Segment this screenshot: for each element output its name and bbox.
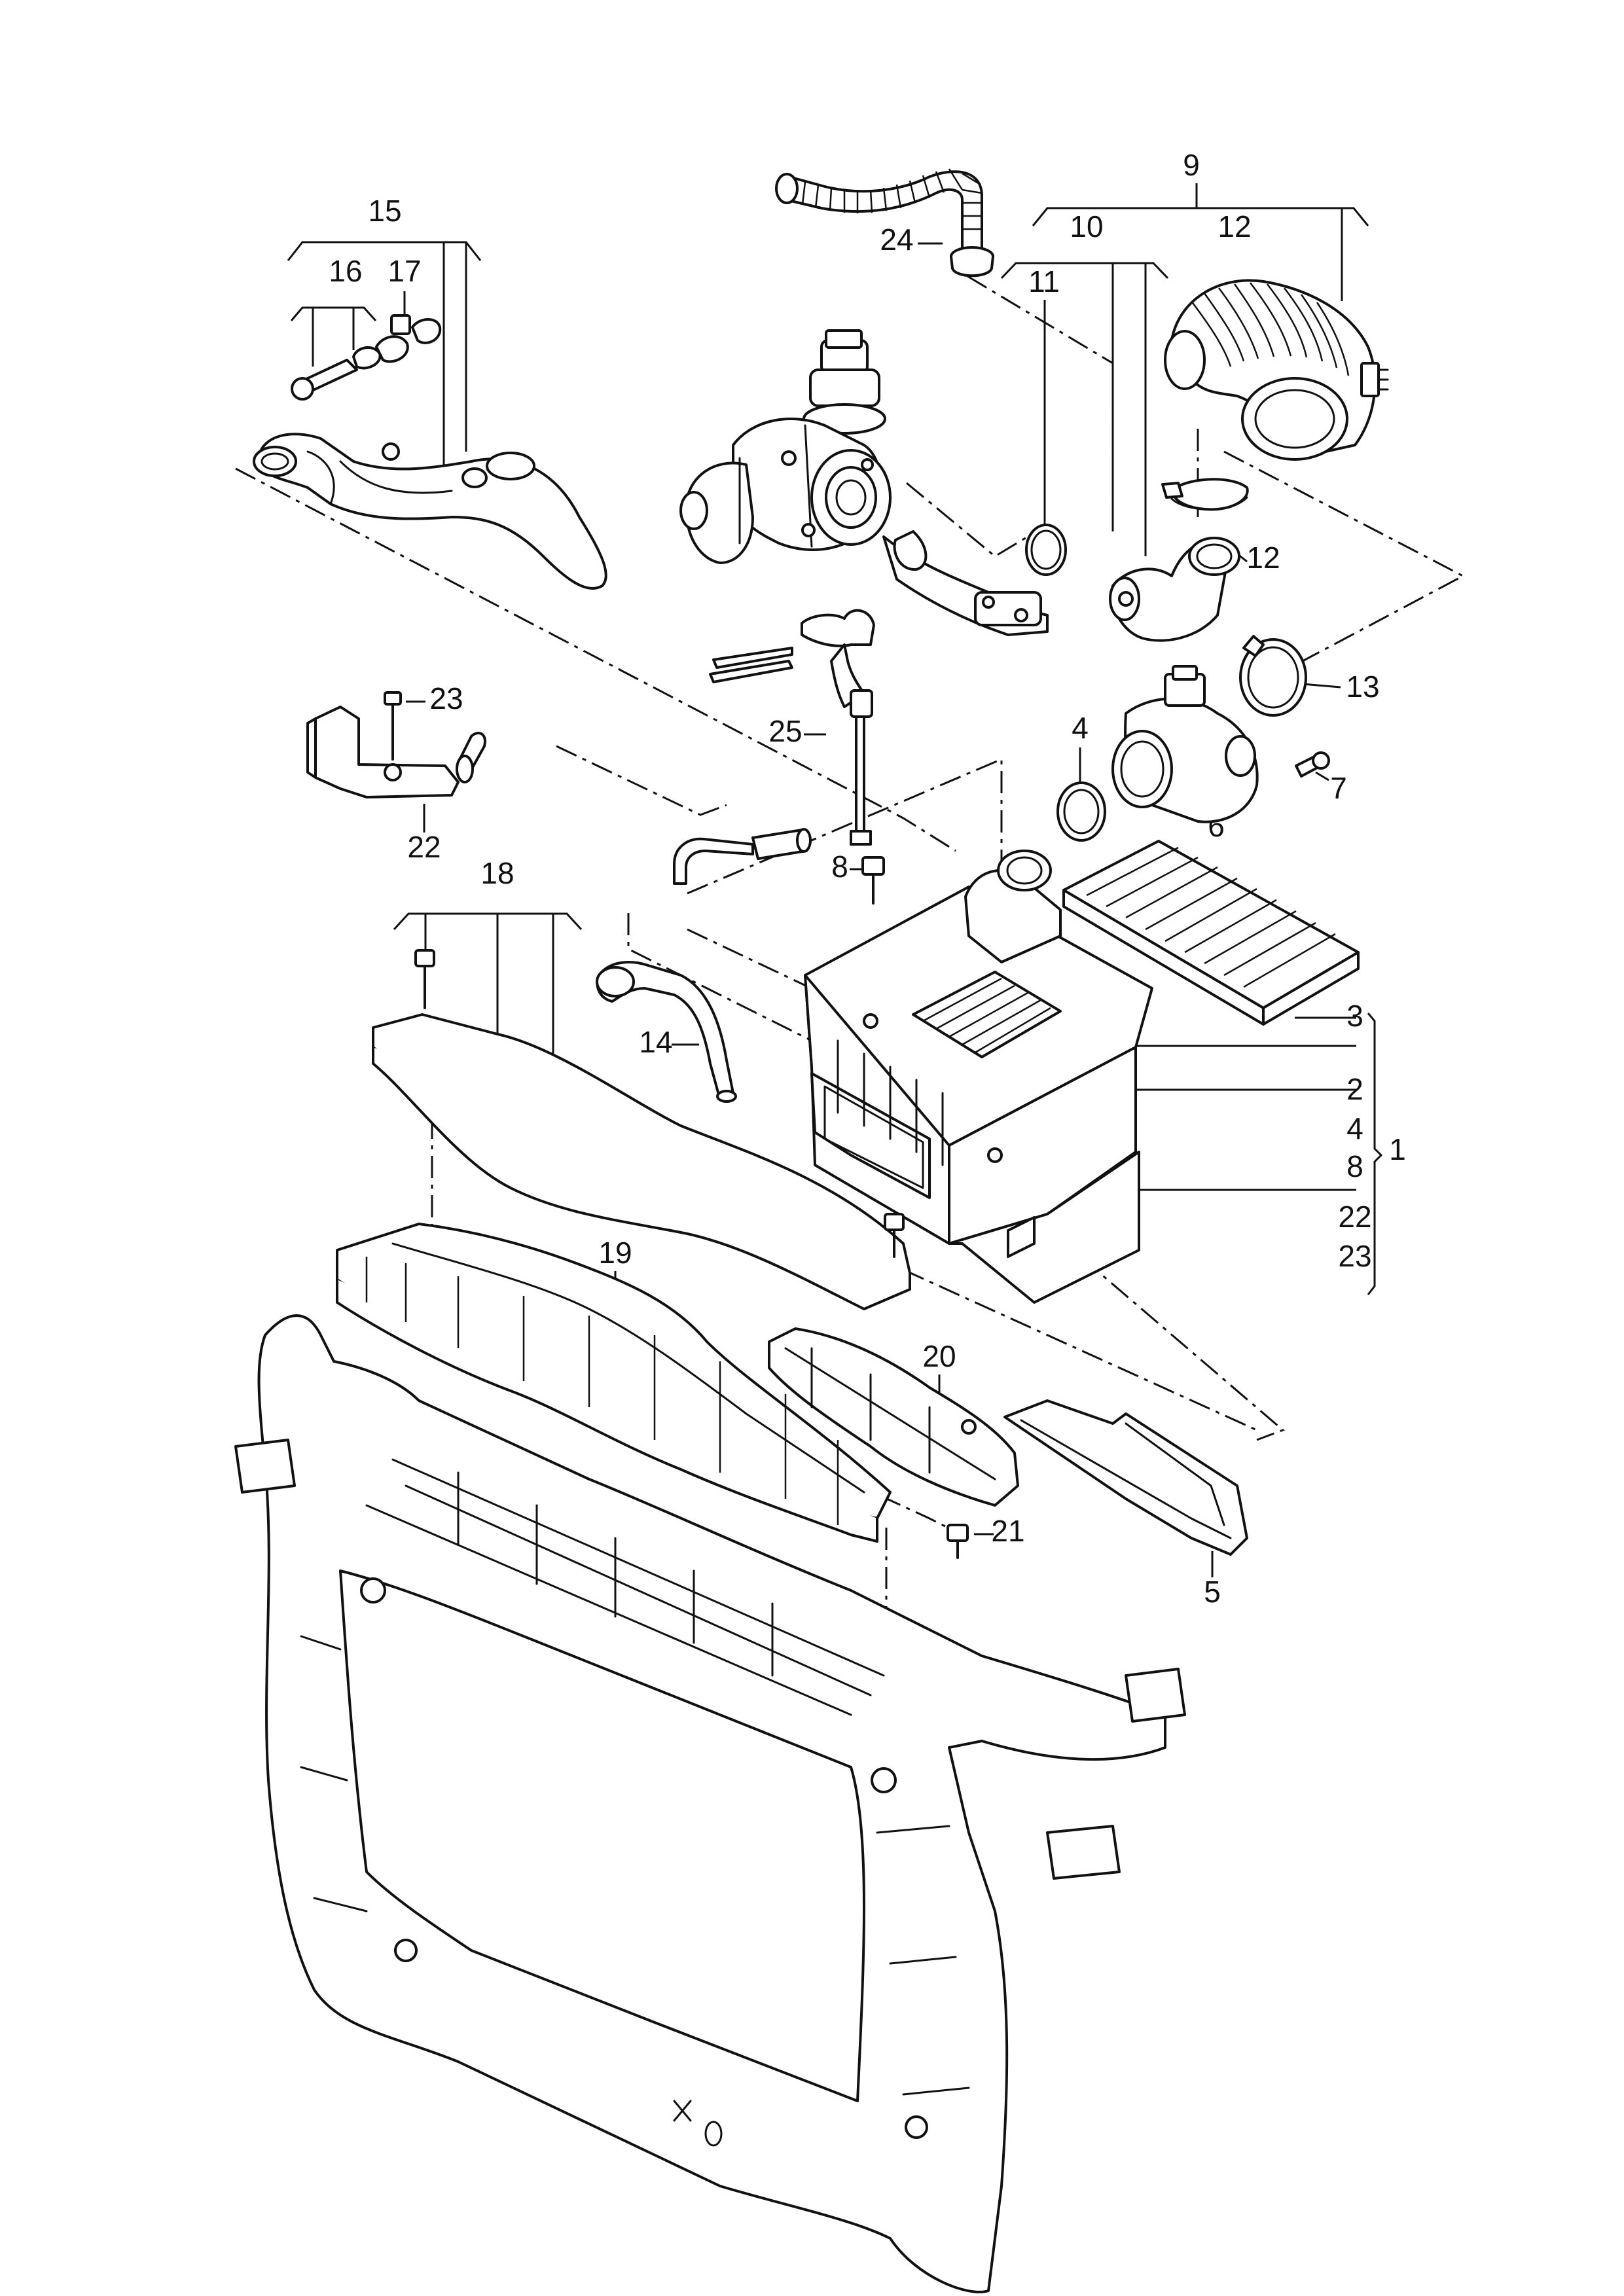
callout-15: 15 bbox=[368, 194, 401, 228]
group-brackets bbox=[287, 183, 1383, 1295]
screw-8 bbox=[861, 856, 885, 905]
callout-11: 11 bbox=[1028, 264, 1060, 298]
air-duct-5 bbox=[1003, 1399, 1248, 1556]
turbocharger-assembly bbox=[679, 329, 1049, 636]
front-end-carrier bbox=[234, 1314, 1186, 2293]
breather-hose-24 bbox=[775, 168, 994, 278]
screw-7 bbox=[1295, 751, 1330, 778]
intake-pipe-15 bbox=[253, 314, 607, 590]
air-guide-18 bbox=[372, 949, 911, 1310]
callout-8-list: 8 bbox=[1346, 1149, 1363, 1183]
callout-22-list: 22 bbox=[1338, 1200, 1371, 1234]
callout-12-clamp: 12 bbox=[1246, 541, 1280, 575]
callout-4-seal: 4 bbox=[1072, 711, 1089, 745]
callout-7: 7 bbox=[1330, 771, 1347, 805]
hose-14 bbox=[596, 961, 737, 1103]
callout-23-list: 23 bbox=[1338, 1239, 1371, 1273]
air-filter-housing-1 bbox=[804, 850, 1153, 1304]
callout-24: 24 bbox=[880, 223, 913, 257]
charge-air-hose-group bbox=[1025, 279, 1389, 642]
callout-8-screw: 8 bbox=[831, 850, 848, 884]
vacuum-line-25 bbox=[709, 609, 875, 846]
callout-labels: 15 16 17 24 9 10 12 11 12 13 23 25 4 7 6… bbox=[329, 148, 1405, 1609]
callout-14: 14 bbox=[639, 1025, 672, 1059]
bracket-20 bbox=[768, 1327, 1019, 1507]
seal-4 bbox=[1056, 781, 1106, 842]
air-duct-19 bbox=[336, 1223, 892, 1543]
callout-22-bracket: 22 bbox=[407, 830, 441, 864]
callout-21: 21 bbox=[991, 1514, 1024, 1548]
callout-12-top: 12 bbox=[1218, 209, 1251, 243]
air-filter-element-3 bbox=[1062, 840, 1360, 1026]
air-mass-meter-6 bbox=[1111, 665, 1259, 823]
clamp-13 bbox=[1239, 635, 1307, 717]
callout-9: 9 bbox=[1183, 148, 1200, 182]
callout-4-list: 4 bbox=[1346, 1111, 1363, 1145]
connector-hose bbox=[673, 828, 812, 885]
callout-5: 5 bbox=[1204, 1575, 1221, 1609]
callout-17: 17 bbox=[388, 254, 421, 288]
callout-3: 3 bbox=[1346, 999, 1363, 1033]
callout-18: 18 bbox=[480, 856, 514, 890]
callout-20: 20 bbox=[922, 1339, 956, 1373]
callout-16: 16 bbox=[329, 254, 362, 288]
screw-21 bbox=[947, 1524, 969, 1559]
callout-19: 19 bbox=[598, 1236, 632, 1270]
bracket-22 bbox=[306, 691, 486, 798]
callout-23-bracket: 23 bbox=[429, 681, 463, 715]
callout-10: 10 bbox=[1070, 209, 1103, 243]
callout-13: 13 bbox=[1346, 670, 1379, 704]
callout-25: 25 bbox=[768, 714, 802, 748]
callout-1: 1 bbox=[1389, 1132, 1406, 1166]
